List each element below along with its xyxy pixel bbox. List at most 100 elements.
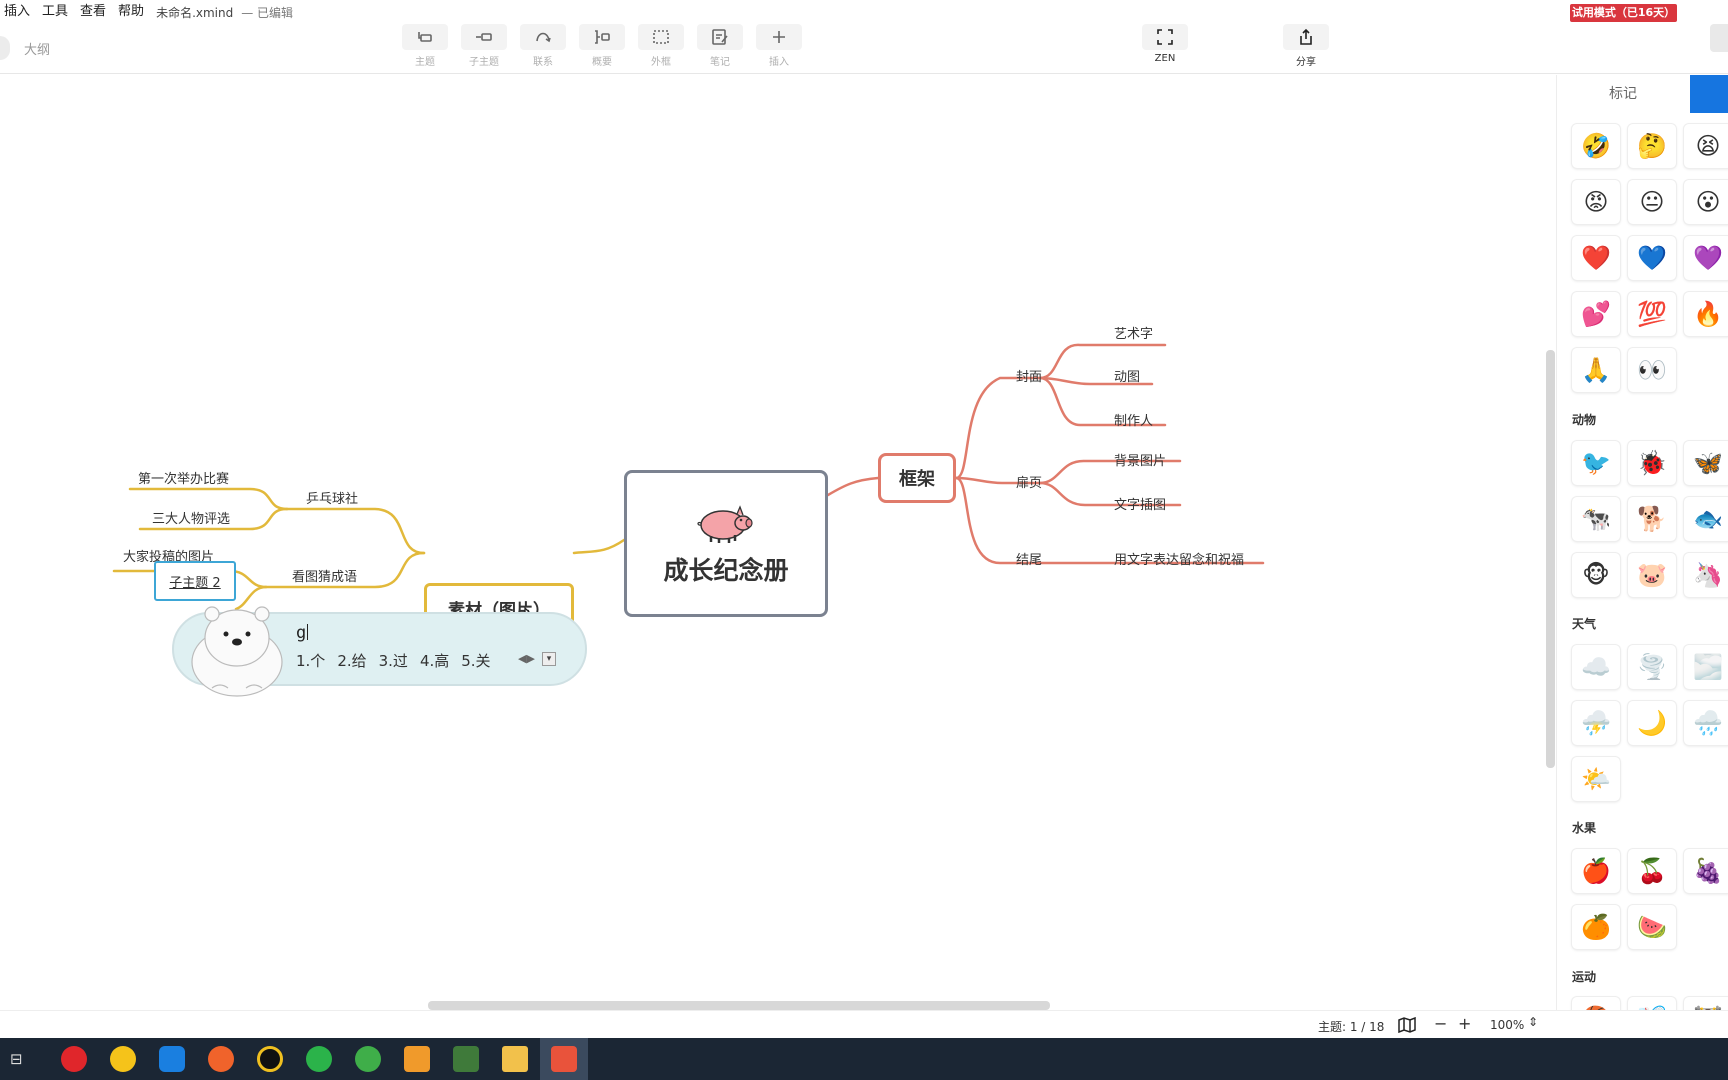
map-view-icon[interactable]	[1398, 1017, 1416, 1033]
topic-ending[interactable]: 结尾	[1016, 553, 1043, 568]
marker-emoji[interactable]: 😮	[1684, 180, 1728, 224]
topic-text-illustration[interactable]: 文字插图	[1114, 498, 1167, 513]
firefox-icon[interactable]	[197, 1038, 245, 1080]
ime-candidate[interactable]: 3.过	[378, 652, 408, 670]
topic-flyleaf[interactable]: 扉页	[1016, 476, 1043, 491]
topic-cover[interactable]: 封面	[1016, 370, 1043, 385]
marker-weather[interactable]: 🌙	[1628, 701, 1676, 745]
marker-animal[interactable]: 🐟	[1684, 497, 1728, 541]
marker-emoji[interactable]: 💙	[1628, 236, 1676, 280]
marker-weather[interactable]: 🌫️	[1684, 645, 1728, 689]
zoom-level[interactable]: 100%	[1490, 1018, 1525, 1032]
marker-emoji[interactable]: 🤔	[1628, 124, 1676, 168]
marker-fruit[interactable]: 🍎	[1572, 849, 1620, 893]
ime-candidate[interactable]: 1.个	[296, 652, 326, 670]
game-app-icon[interactable]	[442, 1038, 490, 1080]
summary-button[interactable]: 概要	[578, 24, 626, 68]
marker-animal[interactable]: 🐷	[1628, 553, 1676, 597]
menu-insert[interactable]: 插入	[4, 4, 31, 19]
zoom-stepper-icon[interactable]: ⇕	[1528, 1015, 1539, 1029]
topic-first-match[interactable]: 第一次举办比赛	[138, 472, 230, 487]
share-button[interactable]: 分享	[1282, 24, 1330, 68]
settings-app-icon[interactable]	[393, 1038, 441, 1080]
marker-emoji[interactable]: 😫	[1684, 124, 1728, 168]
file-explorer-icon[interactable]	[491, 1038, 539, 1080]
topic-animation[interactable]: 动图	[1114, 370, 1141, 385]
marker-fruit[interactable]: 🍊	[1572, 905, 1620, 949]
browser-icon[interactable]	[344, 1038, 392, 1080]
topic-words-blessing[interactable]: 用文字表达留念和祝福	[1114, 553, 1245, 568]
note-button[interactable]: 笔记	[696, 24, 744, 68]
zoom-in-button[interactable]: +	[1458, 1014, 1472, 1033]
menu-tools[interactable]: 工具	[42, 4, 69, 19]
marker-animal[interactable]: 🦄	[1684, 553, 1728, 597]
netease-music-icon[interactable]	[50, 1038, 98, 1080]
zoom-out-button[interactable]: −	[1434, 1014, 1448, 1033]
marker-animal[interactable]: 🐄	[1572, 497, 1620, 541]
topic-button[interactable]: 主题	[401, 24, 449, 68]
marker-fruit[interactable]: 🍇	[1684, 849, 1728, 893]
qq-icon[interactable]	[246, 1038, 294, 1080]
vertical-scrollbar[interactable]	[1546, 350, 1555, 768]
marker-animal[interactable]: 🐕	[1628, 497, 1676, 541]
task-view-icon[interactable]: ⊟	[10, 1050, 23, 1068]
subtopic-button[interactable]: 子主题	[460, 24, 508, 68]
marker-emoji[interactable]: 💯	[1628, 292, 1676, 336]
marker-emoji[interactable]: ❤️	[1572, 236, 1620, 280]
wechat-icon[interactable]	[295, 1038, 343, 1080]
zen-button[interactable]: ZEN	[1141, 24, 1189, 64]
marker-emoji[interactable]: 🙏	[1572, 348, 1620, 392]
marker-emoji[interactable]: 💕	[1572, 292, 1620, 336]
topic-picture-idiom[interactable]: 看图猜成语	[292, 570, 358, 585]
topic-maker[interactable]: 制作人	[1114, 414, 1154, 429]
outline-label[interactable]: 大纲	[24, 43, 51, 58]
marker-weather[interactable]: ☁️	[1572, 645, 1620, 689]
xmind-taskbar-icon[interactable]	[540, 1038, 588, 1080]
topic-word-art[interactable]: 艺术字	[1114, 327, 1154, 342]
ime-candidate[interactable]: 5.关	[461, 652, 491, 670]
outline-toggle[interactable]	[0, 36, 10, 60]
marker-emoji[interactable]: 💜	[1684, 236, 1728, 280]
relationship-button[interactable]: 联系	[519, 24, 567, 68]
menu-view[interactable]: 查看	[80, 4, 107, 19]
topic-frame[interactable]: 框架	[878, 453, 956, 503]
ime-expand-icon[interactable]: ▾	[542, 652, 556, 666]
marker-weather[interactable]: ⛈️	[1572, 701, 1620, 745]
topic-three-people[interactable]: 三大人物评选	[152, 512, 231, 527]
marker-animal[interactable]: 🐦	[1572, 441, 1620, 485]
tab-active-indicator[interactable]	[1690, 75, 1728, 113]
marker-emoji[interactable]: 👀	[1628, 348, 1676, 392]
tab-markers[interactable]: 标记	[1609, 86, 1637, 102]
marker-fruit[interactable]: 🍒	[1628, 849, 1676, 893]
marker-sport[interactable]: 🏋️	[1684, 997, 1728, 1010]
horizontal-scrollbar[interactable]	[428, 1001, 1050, 1010]
topic-background-picture[interactable]: 背景图片	[1114, 454, 1167, 469]
ime-candidate[interactable]: 4.高	[419, 652, 450, 670]
marker-sport[interactable]: 🏀	[1572, 997, 1620, 1010]
marker-animal[interactable]: 🐵	[1572, 553, 1620, 597]
topic-pingpong-club[interactable]: 乒乓球社	[306, 492, 359, 507]
marker-animal[interactable]: 🐞	[1628, 441, 1676, 485]
ime-page-arrows-icon[interactable]: ◀▶	[518, 652, 535, 665]
mindmap-canvas[interactable]: 成长纪念册 框架 封面 扉页 结尾 艺术字 动图 制作人 背景图片 文字插图 用…	[0, 75, 1545, 1010]
insert-button[interactable]: 插入	[755, 24, 803, 68]
qq-music-icon[interactable]	[99, 1038, 147, 1080]
marker-emoji[interactable]: 😡	[1572, 180, 1620, 224]
marker-emoji[interactable]: 🤣	[1572, 124, 1620, 168]
menu-help[interactable]: 帮助	[118, 4, 145, 19]
marker-animal[interactable]: 🦋	[1684, 441, 1728, 485]
marker-emoji[interactable]: 🔥	[1684, 292, 1728, 336]
boundary-button[interactable]: 外框	[637, 24, 685, 68]
ime-candidate[interactable]: 2.给	[337, 652, 367, 670]
marker-weather[interactable]: 🌧️	[1684, 701, 1728, 745]
account-button[interactable]	[1710, 24, 1728, 52]
topic-subtopic-2-selected[interactable]: 子主题 2	[154, 561, 236, 601]
marker-fruit[interactable]: 🍉	[1628, 905, 1676, 949]
kugou-icon[interactable]	[148, 1038, 196, 1080]
marker-emoji[interactable]: 😐	[1628, 180, 1676, 224]
marker-weather[interactable]: 🌪️	[1628, 645, 1676, 689]
trial-mode-badge[interactable]: 试用模式（已16天）	[1570, 4, 1677, 22]
marker-weather[interactable]: 🌤️	[1572, 757, 1620, 801]
central-topic[interactable]: 成长纪念册	[624, 470, 828, 617]
marker-sport[interactable]: 🏸	[1628, 997, 1676, 1010]
